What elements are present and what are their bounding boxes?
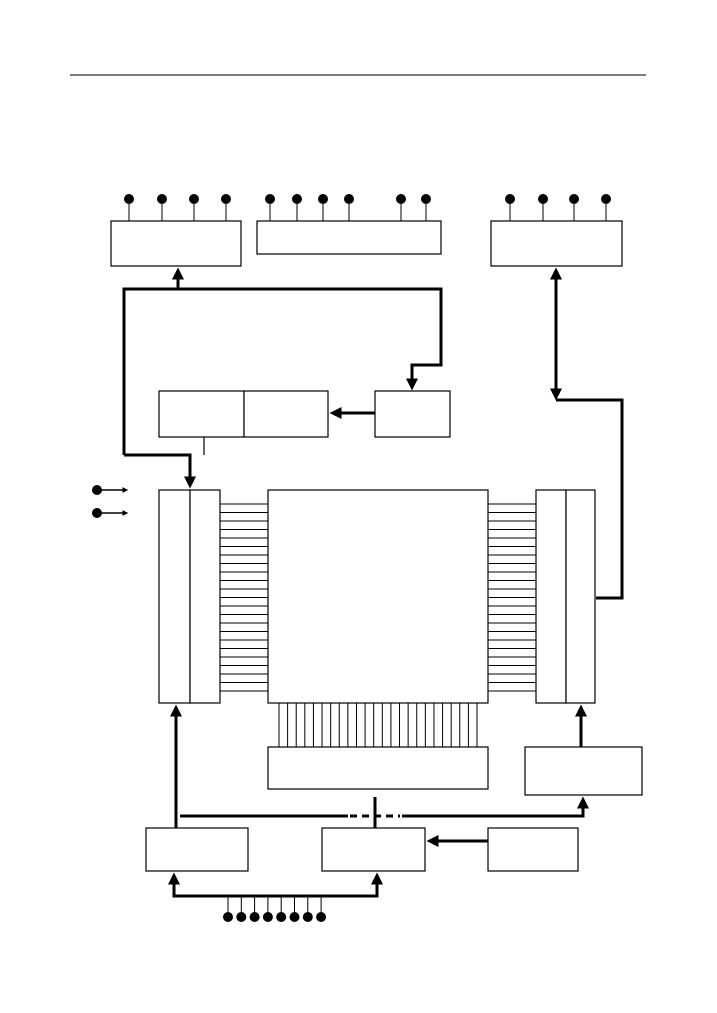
pin-dot	[276, 912, 287, 922]
pin-dot	[302, 912, 313, 922]
pin-dot	[262, 912, 273, 922]
pin-dot	[569, 194, 579, 204]
left-panel-inner	[189, 489, 221, 704]
right-driver-block	[524, 746, 643, 796]
pin-dot	[421, 194, 431, 204]
pin-dot	[344, 194, 354, 204]
input-bus	[172, 877, 379, 898]
pin-dot	[538, 194, 548, 204]
controller-block	[374, 390, 451, 438]
top-middle-block	[256, 220, 442, 255]
left-input-dot-1	[92, 485, 102, 495]
bottom-right-block	[487, 827, 579, 872]
right-panel-inner	[535, 489, 567, 704]
pin-dot	[124, 194, 134, 204]
pin-dot	[292, 194, 302, 204]
left-input-dot-2	[92, 508, 102, 518]
pin-dot	[223, 912, 233, 922]
right-panel-outer	[565, 489, 596, 704]
left-panel-outer	[158, 489, 191, 704]
pin-dot	[265, 194, 275, 204]
bus-to-left-panel-arrow	[124, 453, 196, 489]
pin-dot	[396, 194, 406, 204]
pin-dot	[157, 194, 167, 204]
pin-dot	[221, 194, 231, 204]
pin-dot	[316, 912, 327, 922]
top-left-block	[110, 220, 242, 267]
top-bus-line	[122, 287, 443, 455]
bottom-bus-segment-b	[402, 796, 589, 818]
pin-dot	[249, 912, 260, 922]
bottom-middle-block	[321, 827, 426, 872]
central-block	[267, 489, 489, 704]
top-right-block	[490, 220, 623, 267]
pin-dot	[505, 194, 515, 204]
bottom-left-block	[145, 827, 249, 872]
pin-dot	[236, 912, 247, 922]
pin-dot	[601, 194, 611, 204]
split-block-left	[158, 390, 245, 438]
split-block-right	[243, 390, 329, 438]
bottom-driver-block	[267, 746, 489, 790]
right-feedback-line	[556, 398, 624, 600]
pin-dot	[189, 194, 199, 204]
pin-dot	[318, 194, 328, 204]
pin-dot	[289, 912, 300, 922]
